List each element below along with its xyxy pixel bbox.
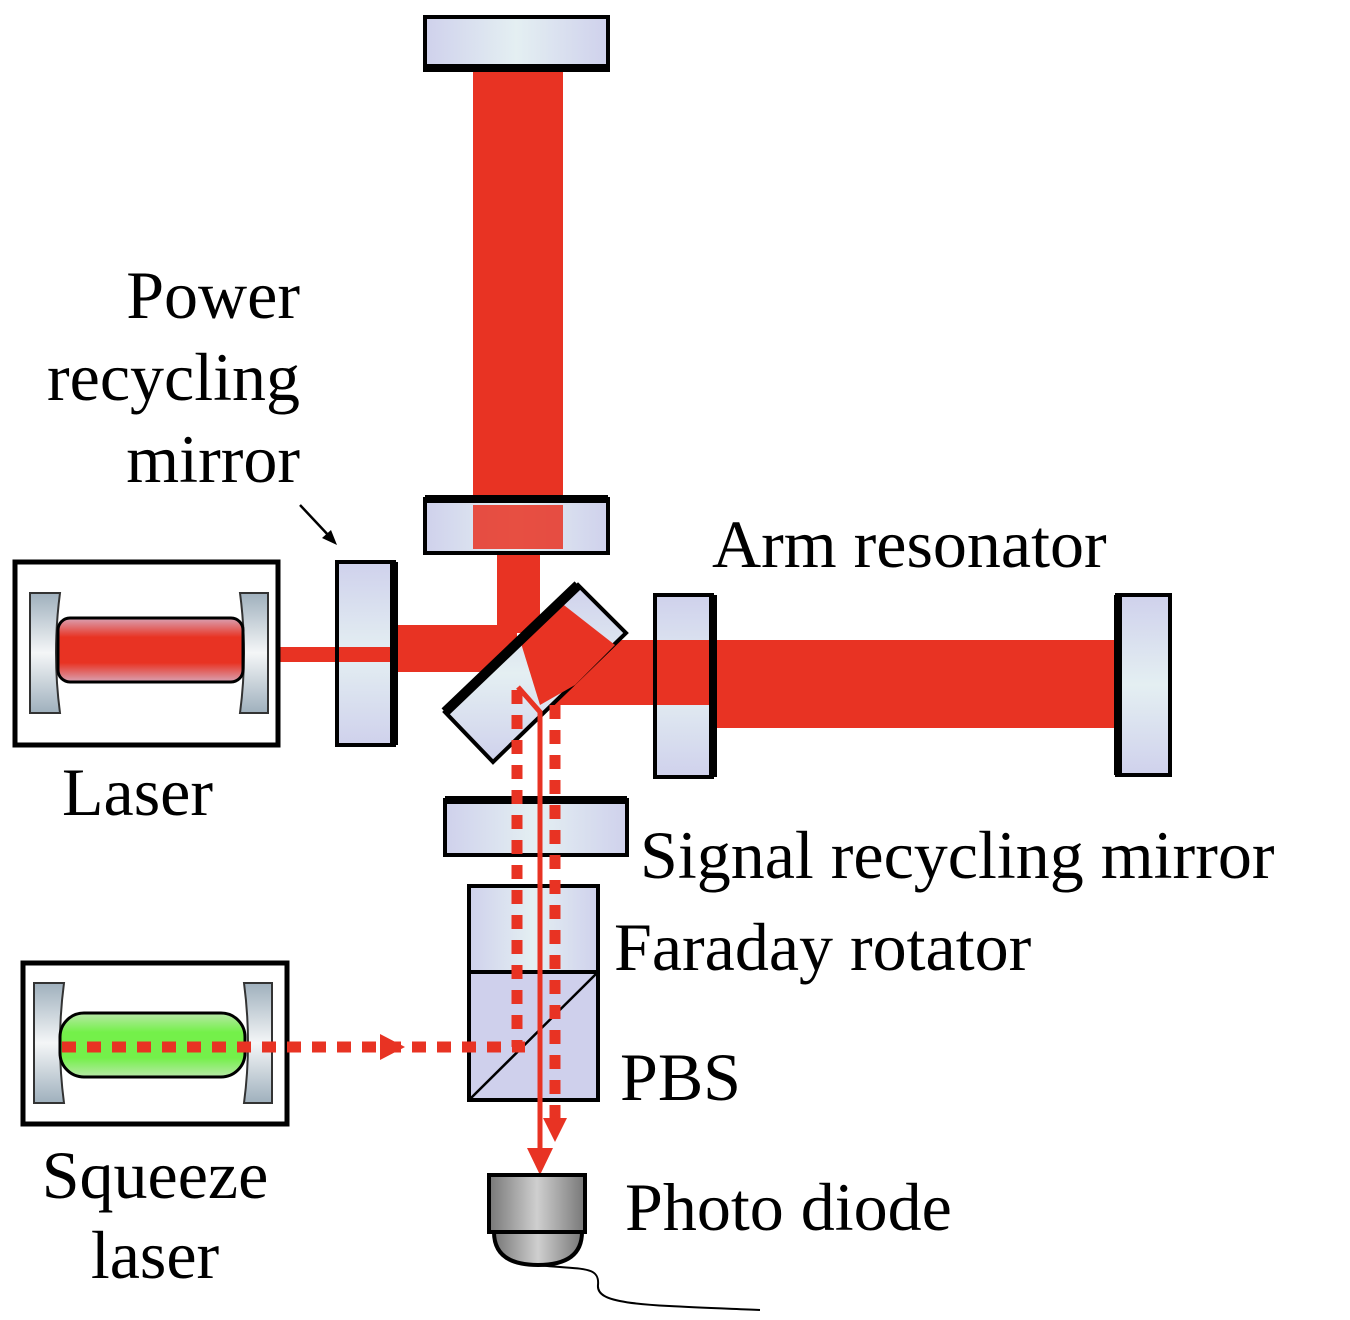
laser-gain-medium: [56, 616, 245, 684]
laser-label: Laser: [62, 754, 213, 830]
east-end-mirror: [1114, 593, 1172, 777]
power-recycling-mirror: [335, 560, 398, 747]
prm-label-line1: Power: [126, 257, 300, 333]
signal-recycling-mirror: [443, 796, 629, 857]
faraday-rotator: [467, 884, 600, 974]
pbs: [467, 970, 600, 1102]
squeeze-direction-arrow: [380, 1034, 405, 1060]
photo-diode: [487, 1173, 761, 1311]
squeeze-laser-label-line2: laser: [91, 1217, 220, 1293]
pbs-label: PBS: [620, 1039, 741, 1115]
east-arm-beam: [715, 640, 1117, 728]
photo-diode-wire: [537, 1264, 761, 1311]
north-end-mirror: [423, 15, 610, 72]
north-arm-beam: [473, 70, 563, 497]
squeeze-output-arrow: [543, 1118, 567, 1142]
prm-label-line3: mirror: [126, 421, 300, 497]
prm-pointer-arrow: [299, 504, 337, 545]
photo-diode-label: Photo diode: [625, 1169, 952, 1245]
laser-back-mirror: [29, 592, 62, 714]
signal-recycling-mirror-label: Signal recycling mirror: [640, 817, 1275, 893]
laser: [12, 559, 281, 748]
squeezed-light-path: [62, 690, 567, 1142]
north-feed-beam: [497, 553, 540, 633]
signal-arrow: [527, 1148, 553, 1175]
beam-splitter: [441, 581, 629, 765]
prm-label-line2: recycling: [47, 339, 300, 415]
arm-resonator-label: Arm resonator: [712, 506, 1107, 582]
east-input-mirror: [653, 593, 717, 779]
faraday-rotator-label: Faraday rotator: [614, 909, 1032, 985]
north-input-mirror: [423, 495, 610, 555]
signal-path: [516, 685, 553, 1175]
squeeze-laser-label-line1: Squeeze: [42, 1137, 269, 1213]
